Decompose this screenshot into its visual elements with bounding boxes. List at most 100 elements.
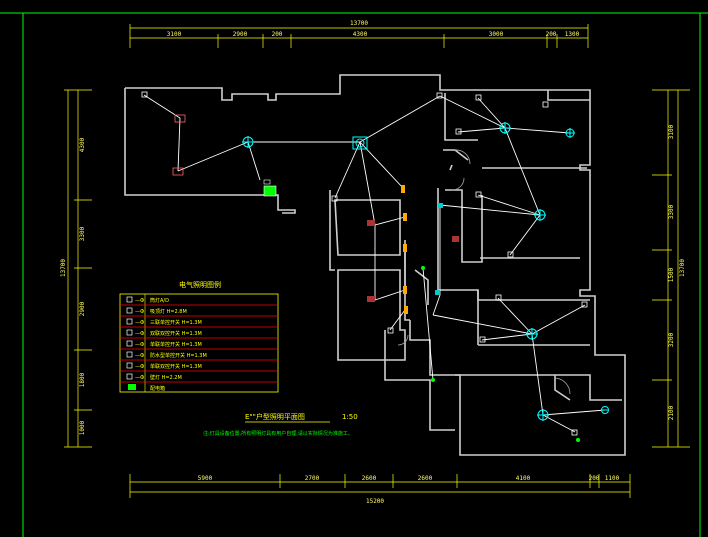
legend-label: 双联双控开关 H=1.3M (150, 330, 202, 337)
lamp-icon (452, 236, 459, 242)
dim-left-seg: 1800 (79, 372, 86, 387)
dim-top-seg: 3100 (167, 31, 182, 38)
dim-top-seg: 200 (546, 31, 557, 38)
wall-lamp-icon (174, 114, 186, 123)
dim-bottom-seg: 1100 (605, 475, 620, 482)
plan-note: 注:灯具设备位置,所有照明灯具有用户自理,请以实际情况为准施工。 (203, 430, 353, 437)
ceiling-light-icon (601, 406, 609, 414)
wiring (143, 94, 606, 433)
ceiling-light-icon (537, 409, 549, 421)
ceiling-light-icon (242, 136, 254, 148)
dim-bottom-total: 15200 (366, 498, 384, 505)
switch-icon (542, 101, 549, 108)
switch-icon (436, 92, 443, 99)
dim-top-total: 13700 (350, 20, 368, 27)
dim-right-seg: 3200 (668, 332, 675, 347)
legend-title: 电气照明图例 (179, 280, 221, 289)
switch-icon (571, 429, 578, 436)
switch-icon (141, 91, 148, 98)
switch-icon (495, 294, 502, 301)
small-fixtures (263, 179, 580, 442)
distribution-box-swatch (128, 384, 136, 390)
dim-left-seg: 3300 (79, 226, 86, 241)
drawing-frame (0, 12, 708, 537)
dim-right-seg: 2100 (668, 405, 675, 420)
legend-label: 防水型单控开关 H=1.3M (150, 352, 207, 359)
switches (141, 91, 588, 436)
ceiling-light-icon (352, 136, 368, 150)
fan-icon (438, 203, 443, 208)
switch-icon (581, 301, 588, 308)
ceiling-light-icon (534, 209, 546, 221)
dim-bottom-segments: 5900 2700 2600 2600 4100 200 1100 (198, 475, 620, 482)
downlight-icon (401, 185, 405, 193)
downlight-icon (403, 244, 407, 252)
plan-scale: 1:50 (342, 413, 358, 421)
wall-lamp-icon (172, 167, 184, 176)
plan-title: E""户型照明平面图 (245, 412, 305, 421)
ceiling-light-icon (526, 328, 538, 340)
dim-top-seg: 4300 (353, 31, 368, 38)
legend: 电气照明图例 —Ф —Ф —Ф —Ф —Ф —Ф —Ф —Ф 筒灯A/D 吸顶灯 (119, 280, 279, 393)
dim-bottom-seg: 200 (589, 475, 600, 482)
dim-bottom-seg: 2600 (362, 475, 377, 482)
switch-icon (479, 336, 486, 343)
switch-icon (475, 94, 482, 101)
dim-right-segments: 3100 3300 1500 3200 2100 (668, 124, 675, 420)
legend-code: —Ф (135, 353, 145, 359)
dim-bottom-seg: 2700 (305, 475, 320, 482)
lamp-icon (367, 296, 375, 302)
dim-left-seg: 1000 (79, 420, 86, 435)
ceiling-light-icon (565, 128, 575, 138)
legend-code: —Ф (135, 342, 145, 348)
legend-label: 壁灯 H=2.2M (150, 374, 182, 381)
switch-icon (387, 327, 394, 334)
legend-code: —Ф (135, 375, 145, 381)
lamp-icon (367, 220, 375, 226)
legend-code: —Ф (135, 298, 145, 304)
door-swings (397, 149, 571, 395)
legend-label: 筒灯A/D (150, 297, 169, 304)
switch-icon (507, 251, 514, 258)
ceiling-light-icon (499, 122, 511, 134)
dim-top-segments: 3100 2900 200 4300 3000 200 1300 (167, 31, 580, 38)
switch-icon (475, 191, 482, 198)
legend-code: —Ф (135, 309, 145, 315)
downlight-icon (403, 286, 407, 294)
dimension-lines (64, 24, 690, 498)
dim-left-seg: 4300 (79, 137, 86, 152)
legend-label: 吸顶灯 H=2.8M (150, 308, 187, 315)
floor-plan-walls (124, 74, 626, 456)
ceiling-lights (242, 122, 609, 421)
legend-label: 配电箱 (150, 385, 165, 392)
switch-icon (331, 195, 338, 202)
dim-bottom-seg: 2600 (418, 475, 433, 482)
dim-top-seg: 200 (272, 31, 283, 38)
distribution-box-icon (263, 185, 277, 197)
dim-left-seg: 2900 (79, 301, 86, 316)
dim-top-seg: 1300 (565, 31, 580, 38)
dim-left-segments: 4300 3300 2900 1800 1000 (79, 137, 86, 435)
outlet-icon (421, 266, 425, 270)
dim-top-seg: 2900 (233, 31, 248, 38)
dim-right-seg: 1500 (668, 267, 675, 282)
drawing-title: E""户型照明平面图 1:50 注:灯具设备位置,所有照明灯具有用户自理,请以实… (203, 412, 358, 437)
switch-icon (263, 179, 271, 185)
legend-code: —Ф (135, 364, 145, 370)
legend-code: —Ф (135, 331, 145, 337)
outlet-icon (576, 438, 580, 442)
dim-bottom-seg: 5900 (198, 475, 213, 482)
downlight-icon (404, 306, 408, 314)
switch-icon (455, 128, 462, 135)
dim-top-seg: 3000 (489, 31, 504, 38)
dim-right-seg: 3100 (668, 124, 675, 139)
legend-label: 单联双控开关 H=1.3M (150, 363, 202, 370)
legend-label: 三联单控开关 H=1.3M (150, 319, 202, 326)
dim-right-total: 13700 (679, 259, 686, 277)
dim-right-seg: 3300 (668, 204, 675, 219)
downlight-icon (403, 213, 407, 221)
dim-bottom-seg: 4100 (516, 475, 531, 482)
legend-code: —Ф (135, 320, 145, 326)
outlet-icon (431, 378, 435, 382)
